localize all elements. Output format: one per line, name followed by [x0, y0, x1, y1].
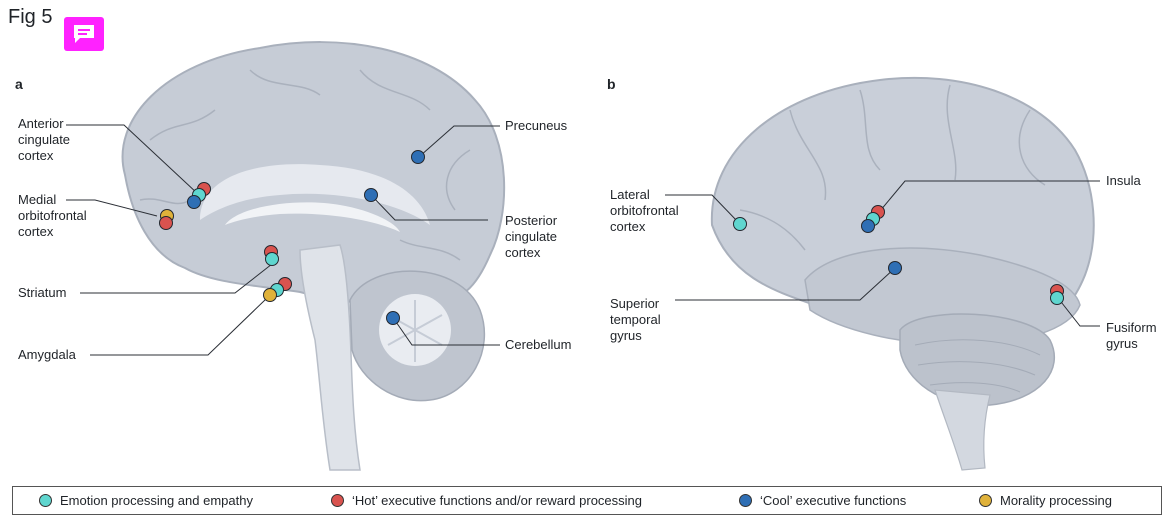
marker-pcc-cool — [365, 189, 378, 202]
legend-label-morality: Morality processing — [1000, 493, 1112, 508]
legend-item-emotion: Emotion processing and empathy — [39, 493, 253, 508]
legend-item-cool: ‘Cool’ executive functions — [739, 493, 906, 508]
legend-swatch-cool — [739, 494, 752, 507]
marker-cerebellum-cool — [387, 312, 400, 325]
marker-stg-cool — [889, 262, 902, 275]
panel-a-letter: a — [15, 76, 23, 92]
label-medial-orbitofrontal-cortex: Medial orbitofrontal cortex — [18, 192, 87, 240]
marker-precuneus-cool — [412, 151, 425, 164]
legend-item-hot: ‘Hot’ executive functions and/or reward … — [331, 493, 642, 508]
marker-fusiform-emotion — [1051, 292, 1064, 305]
marker-striatum-emotion — [266, 253, 279, 266]
legend-swatch-morality — [979, 494, 992, 507]
marker-acc-cool — [188, 196, 201, 209]
lateral-brain — [712, 78, 1094, 470]
sagittal-brain — [123, 42, 505, 470]
label-striatum: Striatum — [18, 285, 66, 301]
marker-lofc-emotion — [734, 218, 747, 231]
marker-mofc-hot — [160, 217, 173, 230]
marker-insula-cool — [862, 220, 875, 233]
legend-item-morality: Morality processing — [979, 493, 1112, 508]
legend-swatch-emotion — [39, 494, 52, 507]
label-fusiform-gyrus: Fusiform gyrus — [1106, 320, 1157, 352]
label-precuneus: Precuneus — [505, 118, 567, 134]
label-anterior-cingulate-cortex: Anterior cingulate cortex — [18, 116, 70, 164]
panel-b-letter: b — [607, 76, 616, 92]
legend-label-emotion: Emotion processing and empathy — [60, 493, 253, 508]
marker-amygdala-morality — [264, 289, 277, 302]
legend-label-hot: ‘Hot’ executive functions and/or reward … — [352, 493, 642, 508]
label-superior-temporal-gyrus: Superior temporal gyrus — [610, 296, 661, 344]
legend: Emotion processing and empathy ‘Hot’ exe… — [12, 486, 1162, 515]
label-amygdala: Amygdala — [18, 347, 76, 363]
legend-swatch-hot — [331, 494, 344, 507]
label-posterior-cingulate-cortex: Posterior cingulate cortex — [505, 213, 557, 261]
label-insula: Insula — [1106, 173, 1141, 189]
label-cerebellum: Cerebellum — [505, 337, 571, 353]
legend-label-cool: ‘Cool’ executive functions — [760, 493, 906, 508]
label-lateral-orbitofrontal-cortex: Lateral orbitofrontal cortex — [610, 187, 679, 235]
